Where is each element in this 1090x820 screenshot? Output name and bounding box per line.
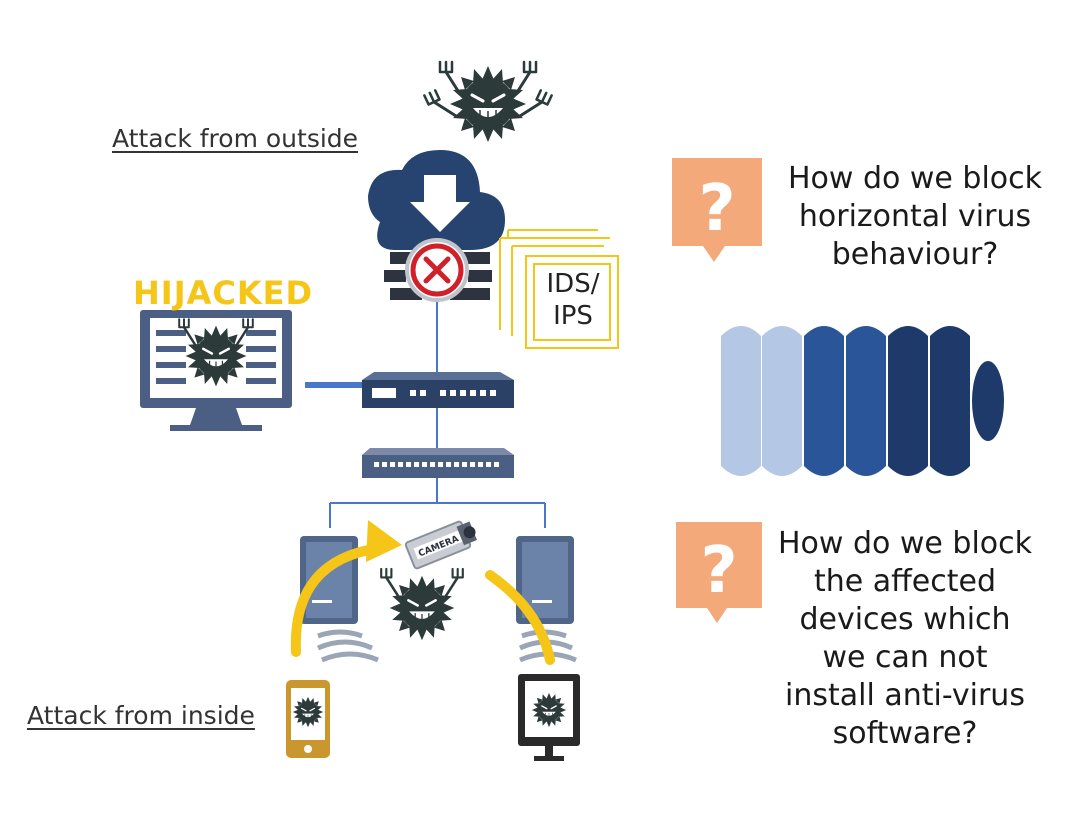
question-line: the affected (813, 564, 997, 599)
question-line: devices which (799, 602, 1011, 637)
arrow-icon (290, 520, 402, 657)
attack-outside-label: Attack from outside (112, 124, 359, 153)
question-line: install anti-virus (785, 678, 1025, 713)
signal-wave-icon (721, 326, 1004, 476)
question-icon: ? (676, 522, 762, 623)
ids-ips-line: IPS (553, 301, 593, 331)
access-point-icon (516, 536, 574, 624)
question-line: How do we block (777, 526, 1033, 561)
network-links (329, 300, 546, 528)
hijacked-label: HIJACKED (133, 274, 314, 312)
question-line: behaviour? (831, 237, 999, 272)
virus-icon (379, 567, 465, 642)
ids-ips-icon (499, 229, 619, 349)
switch-icon (362, 448, 514, 478)
virus-icon (292, 696, 324, 728)
switch-icon (362, 372, 514, 408)
question-line: How do we block (787, 161, 1043, 196)
question-line: software? (832, 716, 978, 751)
question-mark: ? (700, 534, 737, 608)
ids-ips-label: IDS/ IPS (541, 268, 605, 332)
ids-ips-line: IDS/ (546, 269, 600, 299)
question-icon: ? (672, 158, 762, 262)
arrow-icon (485, 570, 555, 665)
firewall-icon (384, 238, 492, 302)
question-line: horizontal virus (798, 199, 1032, 234)
question-horizontal-virus: How do we block horizontal virus behavio… (775, 160, 1055, 274)
cloud-download-icon (368, 150, 505, 250)
question-affected-devices: How do we block the affected devices whi… (755, 525, 1055, 753)
camera-icon: CAMERA (404, 520, 477, 570)
attack-inside-label: Attack from inside (27, 701, 255, 730)
question-mark: ? (698, 172, 735, 246)
virus-icon (531, 692, 567, 728)
virus-icon (422, 60, 554, 144)
question-line: we can not (822, 640, 988, 675)
